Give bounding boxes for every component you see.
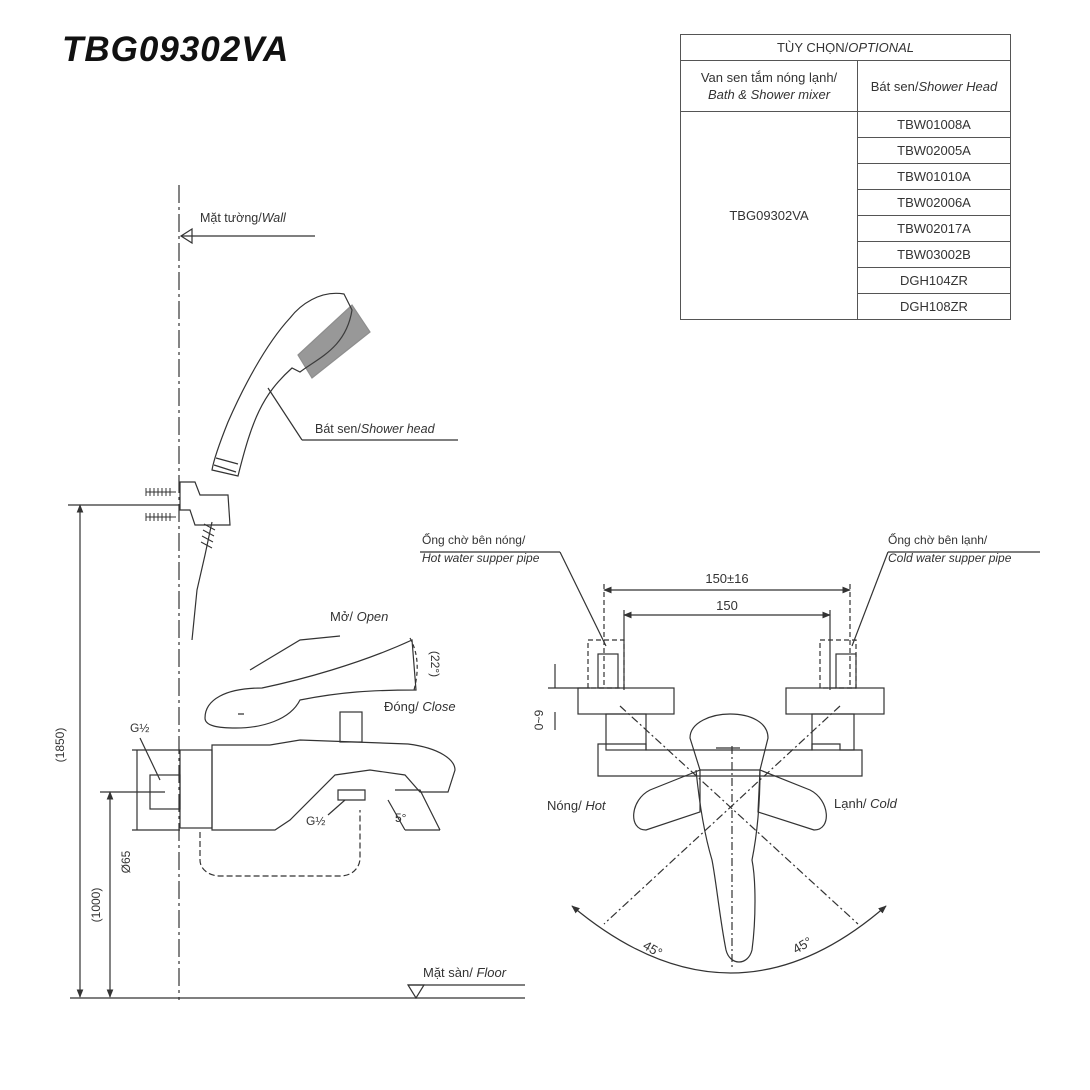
- shower-head-model: TBW03002B: [857, 241, 1011, 268]
- hot-label: Nóng/ Hot: [547, 798, 607, 813]
- spout-diverter: [337, 789, 366, 801]
- shower-head-model: TBW02006A: [857, 189, 1011, 216]
- close-label: Đóng/ Close: [384, 699, 456, 714]
- hot-pipe-label-en: Hot water supper pipe: [422, 551, 540, 565]
- shower-head-label: Bát sen/Shower head: [315, 422, 436, 436]
- thread-label-top: G½: [130, 721, 149, 735]
- dim-total-label: (1850): [53, 728, 67, 763]
- hot-pipe-label-vi: Ống chờ bên nóng/: [422, 532, 526, 547]
- shower-bracket: [179, 481, 231, 526]
- shower-head-face: [297, 304, 371, 379]
- cold-pipe-label-vi: Ống chờ bên lạnh/: [888, 532, 988, 547]
- mixer-nut: [339, 711, 363, 743]
- dim-diameter-label: Ø65: [119, 850, 133, 873]
- mixer-model-cell: TBG09302VA: [680, 111, 858, 320]
- rotation-arc: [571, 905, 887, 974]
- wall-label: Mặt tường/Wall: [200, 211, 287, 225]
- cold-pipe-label-en: Cold water supper pipe: [888, 551, 1012, 565]
- dim-outer-label: 150±16: [705, 571, 748, 586]
- front-lever-cold-position: [757, 769, 827, 831]
- shower-head-column-header: Bát sen/Shower Head: [857, 60, 1011, 112]
- shower-head-model: TBW01008A: [857, 111, 1011, 138]
- lever-angle-label: (22°): [428, 651, 442, 677]
- hot-flange: [577, 687, 675, 715]
- shower-head-model: DGH108ZR: [857, 293, 1011, 320]
- shower-head-model: TBW02017A: [857, 215, 1011, 242]
- shower-hose: [191, 521, 213, 641]
- front-lever-hot-position: [633, 769, 701, 831]
- model-title: TBG09302VA: [62, 30, 290, 69]
- dim-offset-label: 0~9: [532, 709, 546, 730]
- front-lever-hub: [689, 713, 769, 771]
- wall-screws: [145, 488, 176, 521]
- front-lever-handle: [695, 769, 761, 963]
- angle-left-label: 45°: [641, 938, 666, 961]
- hot-supply-pipe: [587, 639, 625, 689]
- dim-mixer-label: (1000): [89, 888, 103, 923]
- spout-angle-label: 5°: [395, 811, 407, 825]
- angle-right-label: 45°: [790, 934, 815, 957]
- front-mixer-body: [597, 743, 863, 777]
- mixer-flange: [179, 749, 213, 829]
- front-view: [420, 551, 1040, 974]
- mixer-lever: [204, 639, 417, 729]
- floor-marker-icon: [406, 984, 426, 1000]
- mixer-body: [211, 739, 456, 831]
- option-table: TÙY CHỌN/OPTIONAL Van sen tắm nóng lạnh/…: [680, 34, 1011, 320]
- option-table-header: TÙY CHỌN/OPTIONAL: [680, 34, 1011, 61]
- open-label: Mở/ Open: [330, 609, 388, 624]
- shower-head-model: DGH104ZR: [857, 267, 1011, 294]
- thread-label-bottom: G½: [306, 814, 325, 828]
- shower-head-body: [211, 292, 353, 477]
- dim-inner-label: 150: [716, 598, 738, 613]
- side-view: [68, 185, 525, 1000]
- floor-label: Mặt sàn/ Floor: [423, 965, 507, 980]
- cold-label: Lạnh/ Cold: [834, 796, 898, 811]
